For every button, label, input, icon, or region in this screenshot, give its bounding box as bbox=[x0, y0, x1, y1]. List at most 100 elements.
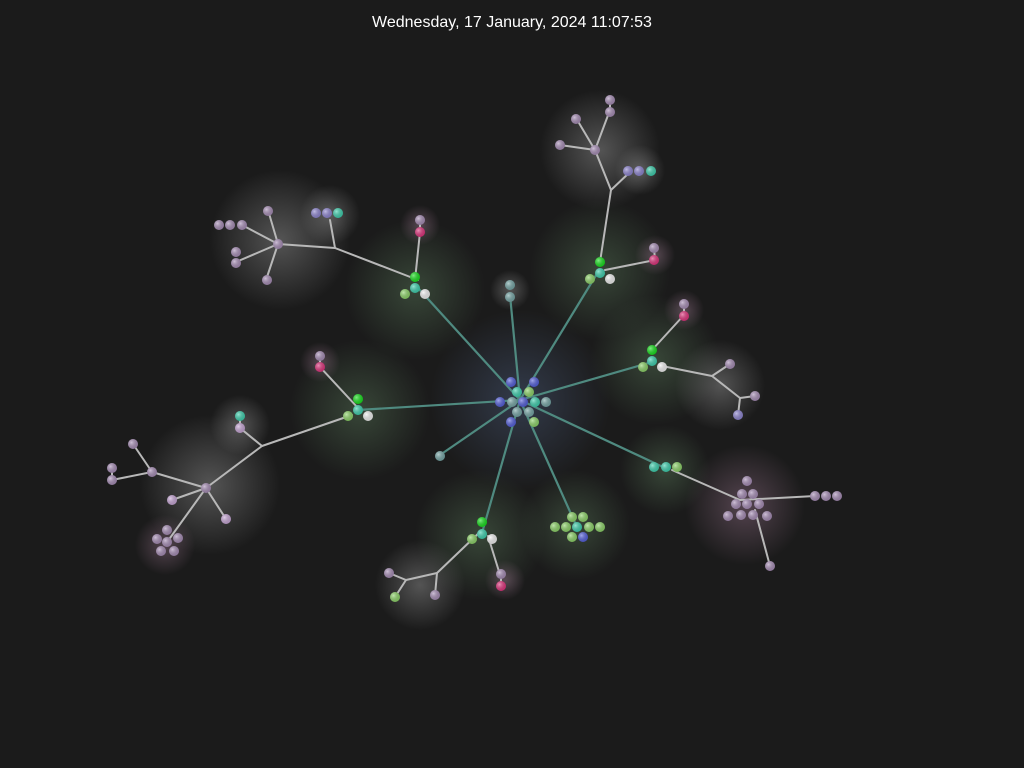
graph-node bbox=[156, 546, 166, 556]
node-layer bbox=[107, 95, 842, 602]
graph-node bbox=[169, 546, 179, 556]
graph-node bbox=[762, 511, 772, 521]
graph-node bbox=[737, 489, 747, 499]
graph-node bbox=[733, 410, 743, 420]
graph-node bbox=[832, 491, 842, 501]
graph-node bbox=[430, 590, 440, 600]
datetime-label: Wednesday, 17 January, 2024 11:07:53 bbox=[372, 14, 652, 31]
graph-edge bbox=[604, 259, 656, 271]
graph-edge bbox=[739, 495, 816, 501]
graph-edge bbox=[277, 243, 336, 249]
graph-node bbox=[506, 417, 516, 427]
graph-node bbox=[657, 362, 667, 372]
graph-node bbox=[420, 289, 430, 299]
graph-edge bbox=[599, 189, 612, 263]
graph-node bbox=[725, 359, 735, 369]
graph-edge bbox=[518, 398, 665, 469]
graph-edge bbox=[151, 471, 207, 489]
graph-edge bbox=[414, 231, 421, 281]
graph-edge bbox=[651, 314, 685, 351]
graph-node bbox=[400, 289, 410, 299]
graph-node bbox=[623, 166, 633, 176]
graph-node bbox=[661, 462, 671, 472]
graph-edge bbox=[111, 471, 153, 481]
graph-node bbox=[679, 311, 689, 321]
graph-edge bbox=[319, 366, 359, 409]
graph-node bbox=[107, 475, 117, 485]
graph-node bbox=[742, 476, 752, 486]
graph-node bbox=[634, 166, 644, 176]
graph-edge bbox=[438, 398, 522, 457]
graph-node bbox=[512, 387, 522, 397]
graph-node bbox=[495, 397, 505, 407]
graph-node bbox=[162, 525, 172, 535]
graph-edge bbox=[205, 487, 227, 520]
graph-node bbox=[590, 145, 600, 155]
glow-layer bbox=[135, 90, 805, 630]
graph-edge bbox=[261, 414, 353, 447]
graph-node bbox=[128, 439, 138, 449]
graph-node bbox=[595, 268, 605, 278]
graph-node bbox=[173, 533, 183, 543]
node-glow bbox=[375, 540, 465, 630]
graph-node bbox=[529, 417, 539, 427]
graph-node bbox=[273, 239, 283, 249]
graph-node bbox=[605, 107, 615, 117]
graph-node bbox=[410, 272, 420, 282]
graph-node bbox=[646, 166, 656, 176]
graph-node bbox=[231, 258, 241, 268]
graph-node bbox=[214, 220, 224, 230]
graph-node bbox=[595, 522, 605, 532]
graph-node bbox=[415, 227, 425, 237]
graph-node bbox=[384, 568, 394, 578]
graph-edge bbox=[518, 360, 654, 402]
graph-edge bbox=[132, 443, 153, 473]
graph-node bbox=[584, 522, 594, 532]
graph-node bbox=[363, 411, 373, 421]
graph-node bbox=[524, 387, 534, 397]
graph-node bbox=[638, 362, 648, 372]
graph-node bbox=[505, 280, 515, 290]
graph-edge bbox=[661, 365, 713, 377]
graph-node bbox=[162, 537, 172, 547]
node-glow bbox=[675, 340, 765, 430]
graph-node bbox=[390, 592, 400, 602]
graph-node bbox=[477, 517, 487, 527]
graph-node bbox=[605, 95, 615, 105]
graph-node bbox=[571, 114, 581, 124]
graph-node bbox=[585, 274, 595, 284]
graph-node bbox=[754, 499, 764, 509]
graph-node bbox=[672, 462, 682, 472]
graph-node bbox=[530, 397, 540, 407]
graph-node bbox=[561, 522, 571, 532]
graph-node bbox=[512, 407, 522, 417]
graph-node bbox=[524, 407, 534, 417]
graph-edge bbox=[205, 445, 263, 489]
graph-node bbox=[487, 534, 497, 544]
graph-node bbox=[647, 356, 657, 366]
graph-node bbox=[723, 511, 733, 521]
graph-node bbox=[736, 510, 746, 520]
graph-node bbox=[167, 495, 177, 505]
graph-node bbox=[235, 411, 245, 421]
graph-edge bbox=[265, 243, 279, 281]
graph-node bbox=[315, 362, 325, 372]
graph-edge bbox=[416, 286, 522, 402]
graph-node bbox=[555, 140, 565, 150]
graph-node bbox=[550, 522, 560, 532]
graph-node bbox=[518, 397, 528, 407]
graph-node bbox=[496, 569, 506, 579]
graph-edge bbox=[671, 469, 741, 501]
graph-node bbox=[410, 283, 420, 293]
graph-node bbox=[649, 255, 659, 265]
graph-edge bbox=[169, 487, 207, 539]
graph-edge bbox=[711, 375, 741, 399]
graph-node bbox=[477, 529, 487, 539]
graph-edge bbox=[594, 149, 612, 191]
graph-node bbox=[529, 377, 539, 387]
graph-node bbox=[322, 208, 332, 218]
graph-edge bbox=[356, 398, 522, 412]
graph-node bbox=[595, 257, 605, 267]
graph-node bbox=[742, 499, 752, 509]
graph-node bbox=[647, 345, 657, 355]
